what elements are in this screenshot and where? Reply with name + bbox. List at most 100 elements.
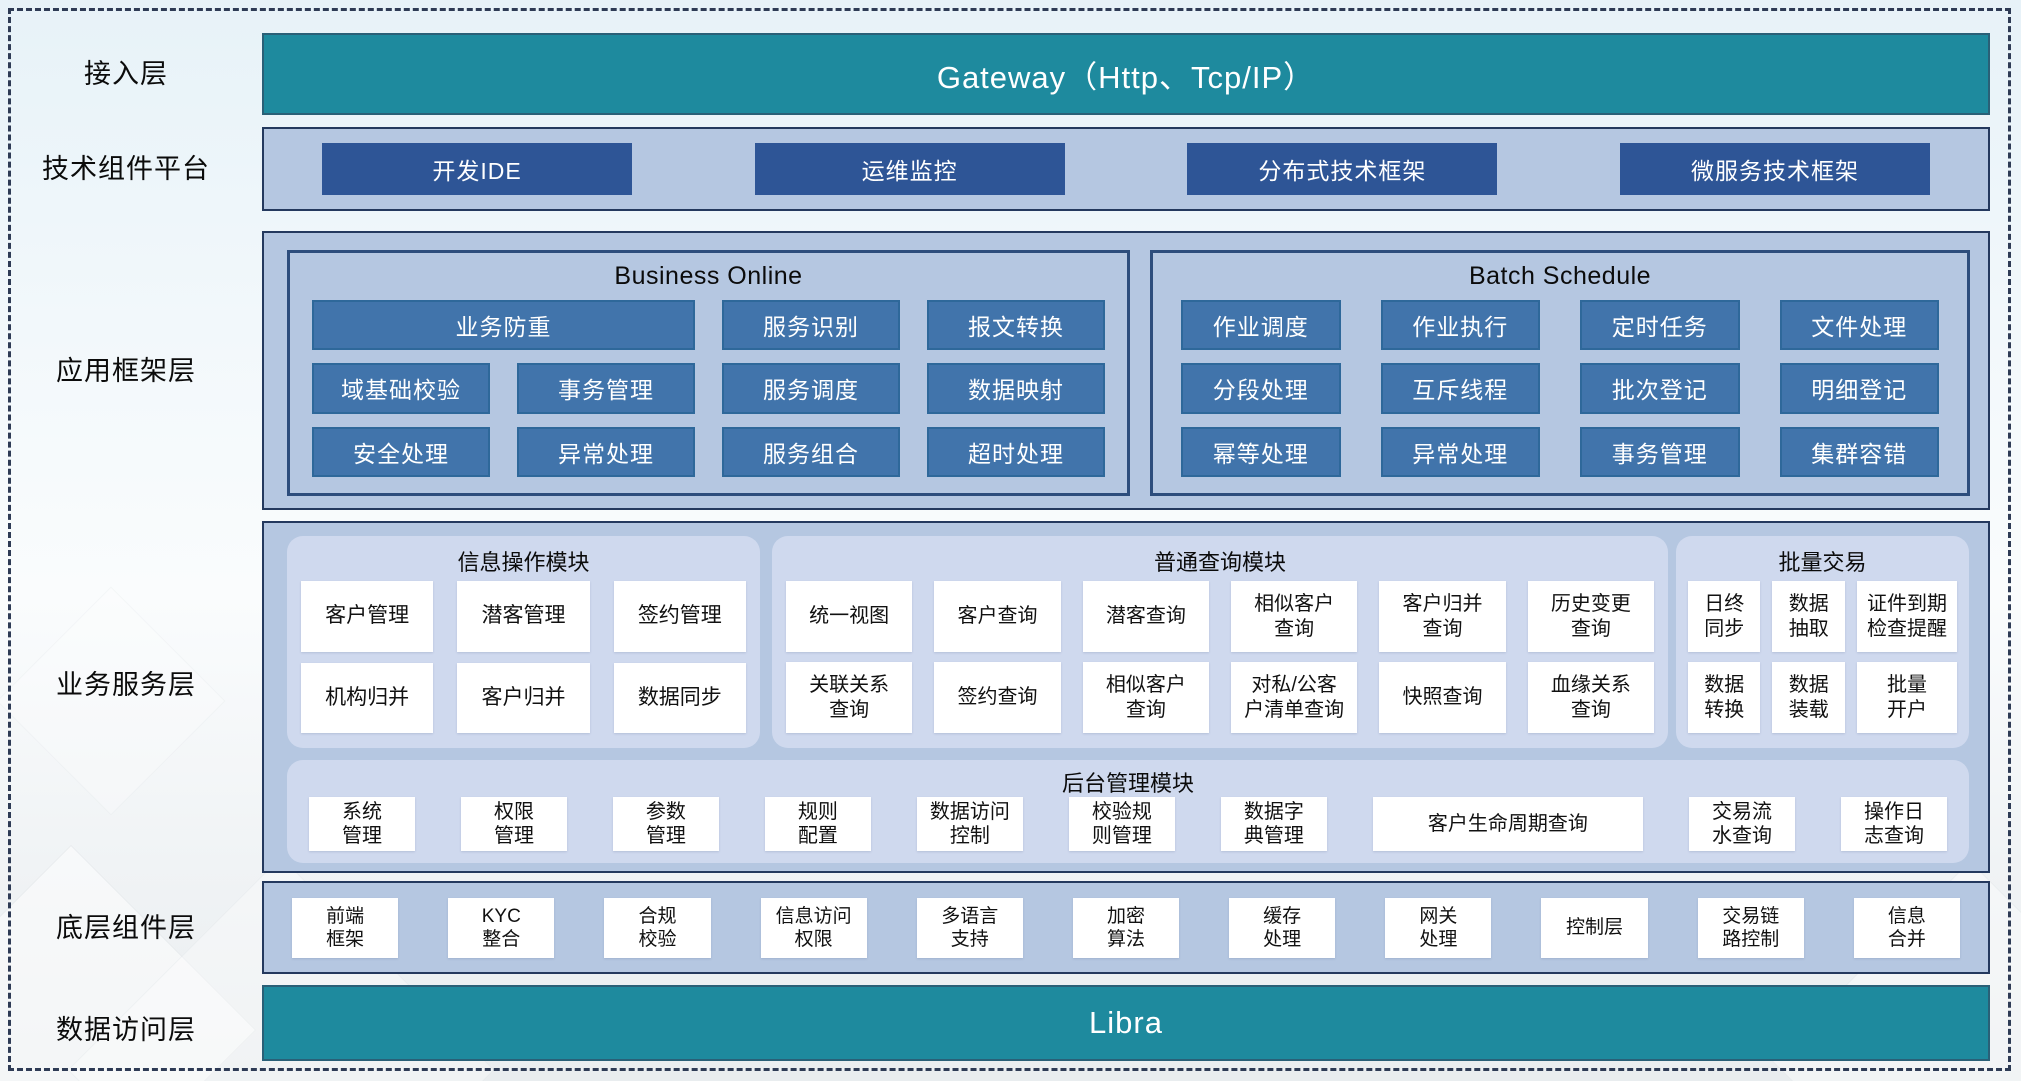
tech-platform-item: 运维监控 [754,143,1065,195]
common-query-item: 历史变更 查询 [1527,581,1654,652]
info-operation-item: 潜客管理 [457,581,590,652]
layer-label-access: 接入层 [84,59,168,89]
tech-platform-item: 分布式技术框架 [1187,143,1498,195]
admin-management-grid: 系统 管理权限 管理参数 管理规则 配置数据访问 控制校验规 则管理数据字 典管… [287,794,1969,863]
common-query-item: 潜客查询 [1082,581,1209,652]
admin-management-item: 交易流 水查询 [1689,797,1796,851]
batch-schedule-grid: 作业调度作业执行定时任务文件处理分段处理互斥线程批次登记明细登记幂等处理异常处理… [1153,297,1967,493]
base-component-item: 交易链 路控制 [1697,898,1804,958]
base-component-item: KYC 整合 [448,898,555,958]
admin-management-item: 权限 管理 [460,797,567,851]
admin-management-item: 规则 配置 [764,797,871,851]
layer-label-app-framework: 应用框架层 [56,356,196,386]
batch-trade-item: 数据 抽取 [1772,581,1845,652]
gateway-bar: Gateway（Http、Tcp/IP） [262,33,1990,115]
batch-schedule-item: 定时任务 [1580,300,1740,351]
common-query-item: 血缘关系 查询 [1527,662,1654,733]
common-query-item: 客户查询 [934,581,1061,652]
batch-schedule-item: 批次登记 [1580,363,1740,414]
app-framework-container: Business Online 业务防重服务识别报文转换域基础校验事务管理服务调… [262,231,1990,510]
base-component-item: 缓存 处理 [1229,898,1336,958]
layer-label-business-service: 业务服务层 [56,670,196,700]
batch-trade-item: 数据 装载 [1772,662,1845,733]
background-cube-decoration [0,586,226,816]
batch-schedule-item: 异常处理 [1380,426,1540,477]
business-service-container: 信息操作模块 客户管理潜客管理签约管理机构归并客户归并数据同步 普通查询模块 统… [262,521,1990,873]
admin-management-item: 系统 管理 [309,797,415,851]
info-operation-item: 签约管理 [613,581,746,652]
info-operation-item: 客户归并 [457,662,590,733]
batch-trade-grid: 日终 同步数据 抽取证件到期 检查提醒数据 转换数据 装载批量 开户 [1676,576,1969,748]
base-component-item: 信息 合并 [1853,898,1960,958]
business-online-item: 异常处理 [517,426,695,477]
batch-schedule-item: 文件处理 [1779,300,1939,351]
batch-schedule-item: 事务管理 [1580,426,1740,477]
info-operation-module-title: 信息操作模块 [457,550,590,575]
admin-management-item: 操作日 志查询 [1841,797,1947,851]
admin-management-item: 数据访问 控制 [916,797,1023,851]
business-online-item: 安全处理 [312,426,490,477]
tech-platform-item: 微服务技术框架 [1619,143,1930,195]
common-query-item: 统一视图 [786,581,913,652]
batch-trade-item: 日终 同步 [1688,581,1761,652]
batch-schedule-panel: Batch Schedule 作业调度作业执行定时任务文件处理分段处理互斥线程批… [1150,250,1970,496]
common-query-item: 快照查询 [1379,662,1506,733]
tech-platform-container: 开发IDE 运维监控 分布式技术框架 微服务技术框架 [262,127,1990,211]
tech-platform-item: 开发IDE [322,143,632,195]
common-query-item: 客户归并 查询 [1379,581,1506,652]
base-component-item: 控制层 [1541,898,1648,958]
business-online-item: 报文转换 [927,300,1105,351]
base-component-item: 多语言 支持 [916,898,1023,958]
business-online-title: Business Online [614,262,803,290]
admin-management-item: 参数 管理 [612,797,719,851]
business-online-item: 业务防重 [312,300,695,351]
business-online-item: 事务管理 [517,363,695,414]
batch-schedule-item: 幂等处理 [1181,426,1341,477]
libra-bar-text: Libra [1089,1005,1163,1040]
libra-bar: Libra [262,985,1990,1061]
admin-management-module: 后台管理模块 系统 管理权限 管理参数 管理规则 配置数据访问 控制校验规 则管… [287,760,1969,863]
layer-label-data-access: 数据访问层 [56,1015,196,1045]
common-query-item: 对私/公客 户清单查询 [1231,662,1358,733]
business-online-item: 超时处理 [927,426,1105,477]
info-operation-item: 机构归并 [301,662,434,733]
common-query-module: 普通查询模块 统一视图客户查询潜客查询相似客户 查询客户归并 查询历史变更 查询… [772,536,1668,748]
base-component-item: 网关 处理 [1385,898,1492,958]
admin-management-item: 客户生命周期查询 [1372,797,1644,851]
batch-schedule-item: 互斥线程 [1380,363,1540,414]
batch-schedule-item: 分段处理 [1181,363,1341,414]
info-operation-module: 信息操作模块 客户管理潜客管理签约管理机构归并客户归并数据同步 [287,536,760,748]
common-query-item: 相似客户 查询 [1231,581,1358,652]
business-online-grid: 业务防重服务识别报文转换域基础校验事务管理服务调度数据映射安全处理异常处理服务组… [290,297,1127,493]
business-online-item: 数据映射 [927,363,1105,414]
info-operation-grid: 客户管理潜客管理签约管理机构归并客户归并数据同步 [287,576,760,748]
batch-trade-module-title: 批量交易 [1778,550,1867,575]
base-component-item: 信息访问 权限 [760,898,867,958]
base-component-item: 合规 校验 [604,898,711,958]
layer-label-base-components: 底层组件层 [56,913,196,943]
business-online-item: 域基础校验 [312,363,490,414]
common-query-item: 签约查询 [934,662,1061,733]
batch-trade-item: 数据 转换 [1688,662,1761,733]
business-online-item: 服务调度 [722,363,900,414]
common-query-item: 相似客户 查询 [1082,662,1209,733]
business-online-panel: Business Online 业务防重服务识别报文转换域基础校验事务管理服务调… [287,250,1130,496]
batch-schedule-item: 作业执行 [1380,300,1540,351]
batch-schedule-item: 集群容错 [1779,426,1939,477]
layer-label-tech-platform: 技术组件平台 [42,154,210,184]
admin-management-item: 数据字 典管理 [1220,797,1327,851]
batch-schedule-item: 作业调度 [1181,300,1341,351]
batch-schedule-item: 明细登记 [1779,363,1939,414]
batch-schedule-title: Batch Schedule [1468,262,1652,290]
business-online-item: 服务组合 [722,426,900,477]
admin-management-module-title: 后台管理模块 [1061,771,1194,796]
info-operation-item: 客户管理 [301,581,434,652]
business-online-item: 服务识别 [722,300,900,351]
batch-trade-module: 批量交易 日终 同步数据 抽取证件到期 检查提醒数据 转换数据 装载批量 开户 [1676,536,1969,748]
common-query-grid: 统一视图客户查询潜客查询相似客户 查询客户归并 查询历史变更 查询关联关系 查询… [772,576,1668,748]
batch-trade-item: 证件到期 检查提醒 [1856,581,1957,652]
info-operation-item: 数据同步 [613,662,746,733]
